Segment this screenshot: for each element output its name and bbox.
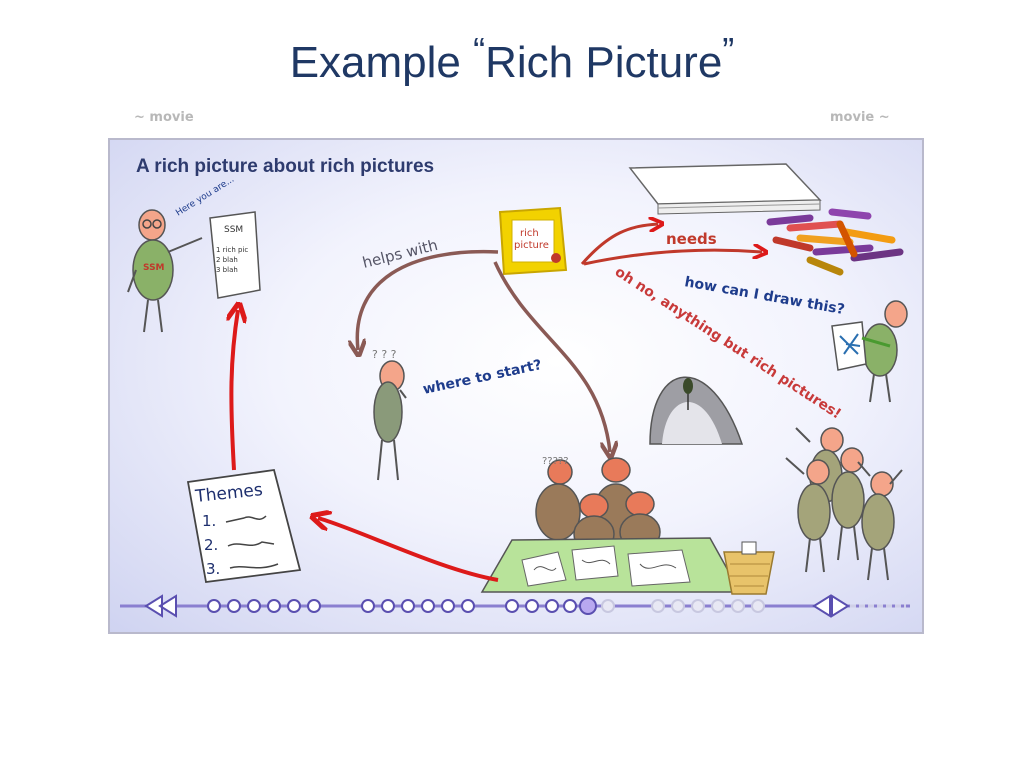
picture-heading: A rich picture about rich pictures (136, 156, 434, 177)
themes-item-2: 2. (204, 536, 218, 554)
themes-item-1: 1. (202, 512, 216, 530)
rich-picture-frame-icon: rich picture (498, 206, 568, 276)
basket (723, 541, 775, 595)
how-draw-label: how can I draw this? (683, 274, 845, 318)
themes-item-3: 3. (206, 560, 220, 578)
ssm-presenter-figure: SSM (127, 209, 203, 333)
needs-arrow-lower (583, 250, 762, 266)
ssm-doc-title: SSM (224, 225, 243, 235)
panicking-crowd (785, 427, 903, 581)
thinking-person-figure (373, 360, 407, 481)
nav-play-button[interactable] (812, 594, 850, 618)
ssm-doc-line-3: 3 blah (216, 266, 238, 274)
ssm-doc-line-1: 1 rich pic (216, 246, 248, 254)
ssm-shirt-label: SSM (143, 263, 165, 273)
ssm-document: SSM 1 rich pic 2 blah 3 blah (209, 211, 261, 299)
title-main: Example (289, 38, 474, 87)
title-close-quote: ” (722, 30, 735, 71)
ssm-doc-line-2: 2 blah (216, 256, 238, 264)
themes-note: Themes 1. 2. 3. (186, 468, 302, 584)
rich-picture-drawing: A rich picture about rich pictures SSM H… (120, 156, 910, 618)
frame-label-line2: picture (514, 240, 549, 251)
drawing-person-figure (831, 300, 908, 403)
nav-rewind-button[interactable] (144, 594, 177, 618)
needs-label: needs (666, 230, 717, 248)
work-table (480, 537, 742, 593)
title-phrase: Rich Picture (485, 38, 723, 87)
nav-current-frame[interactable] (579, 597, 597, 615)
nav-future-dots[interactable] (601, 599, 765, 613)
where-start-label: where to start? (422, 357, 544, 398)
movie-label-left: ~ movie (134, 110, 194, 125)
paper-stack (628, 163, 822, 215)
helps-with-label: helps with (361, 236, 440, 272)
nav-frame-dots[interactable] (207, 599, 577, 613)
frame-label-line1: rich (520, 228, 539, 239)
table-to-themes-arrow (318, 518, 499, 582)
needs-arrow-upper (580, 224, 658, 265)
title-open-quote: “ (473, 30, 486, 71)
thinking-group (535, 457, 661, 553)
cave (649, 376, 744, 445)
here-you-are-label: Here you are... (174, 175, 236, 219)
crayons (766, 208, 904, 276)
rich-picture-frame: A rich picture about rich pictures SSM H… (108, 138, 924, 634)
group-marks: ????? (542, 456, 569, 467)
thinking-marks: ? ? ? (372, 348, 397, 361)
helps-with-arrow (357, 249, 499, 350)
frame-to-group-arrow (493, 261, 610, 452)
themes-to-ssm-arrow (231, 310, 238, 471)
slide-title: Example “Rich Picture” (0, 30, 1024, 88)
movie-label-right: movie ~ (830, 110, 890, 125)
